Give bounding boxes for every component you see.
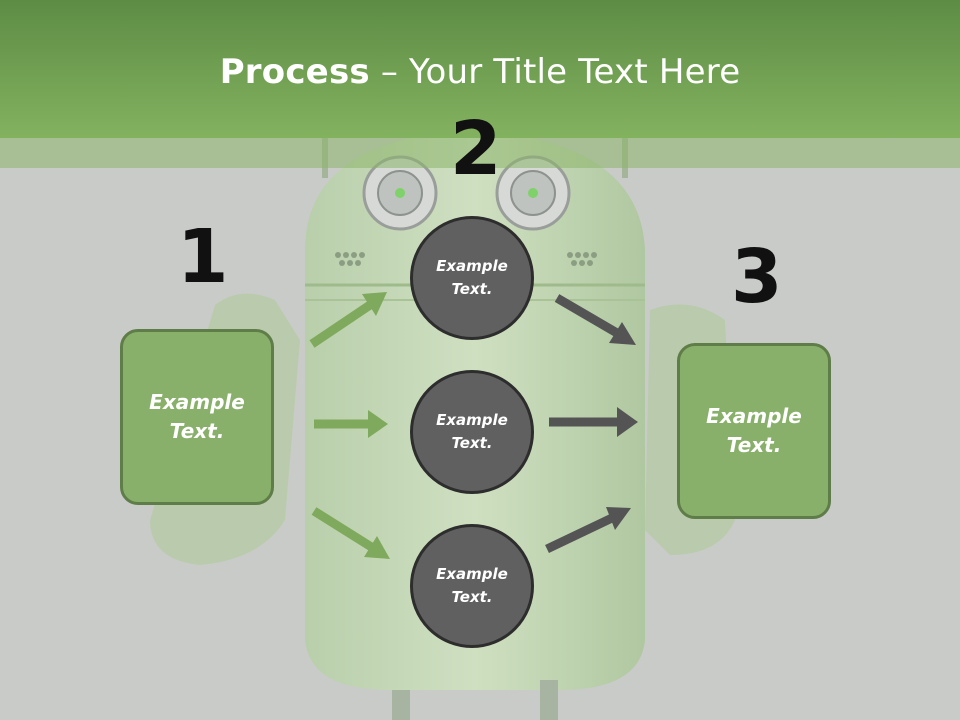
title-bar (0, 0, 960, 138)
step-2-circle-top: Example Text. (410, 216, 534, 340)
green-arrow-right (314, 410, 388, 438)
gray-arrow-right (549, 407, 638, 437)
circle-middle-label: Example Text. (436, 411, 508, 452)
step-2-circle-bottom: Example Text. (410, 524, 534, 648)
gray-arrow-up (545, 507, 631, 554)
title-strip (0, 138, 960, 168)
step-3-box: Example Text. (677, 343, 831, 519)
gray-arrow-down (554, 294, 636, 345)
title-bold: Process (219, 52, 370, 92)
green-arrow-down (311, 507, 390, 559)
step-3-label: Example Text. (706, 404, 802, 457)
green-arrow-up (309, 292, 387, 348)
slide-title: Process – Your Title Text Here (0, 52, 960, 92)
step-number-2: 2 (450, 106, 502, 192)
step-1-label: Example Text. (149, 390, 245, 443)
circle-top-label: Example Text. (436, 257, 508, 298)
step-number-3: 3 (731, 234, 783, 320)
step-number-1: 1 (177, 214, 229, 300)
step-1-box: Example Text. (120, 329, 274, 505)
title-rest: – Your Title Text Here (369, 52, 741, 92)
circle-bottom-label: Example Text. (436, 565, 508, 606)
step-2-circle-middle: Example Text. (410, 370, 534, 494)
